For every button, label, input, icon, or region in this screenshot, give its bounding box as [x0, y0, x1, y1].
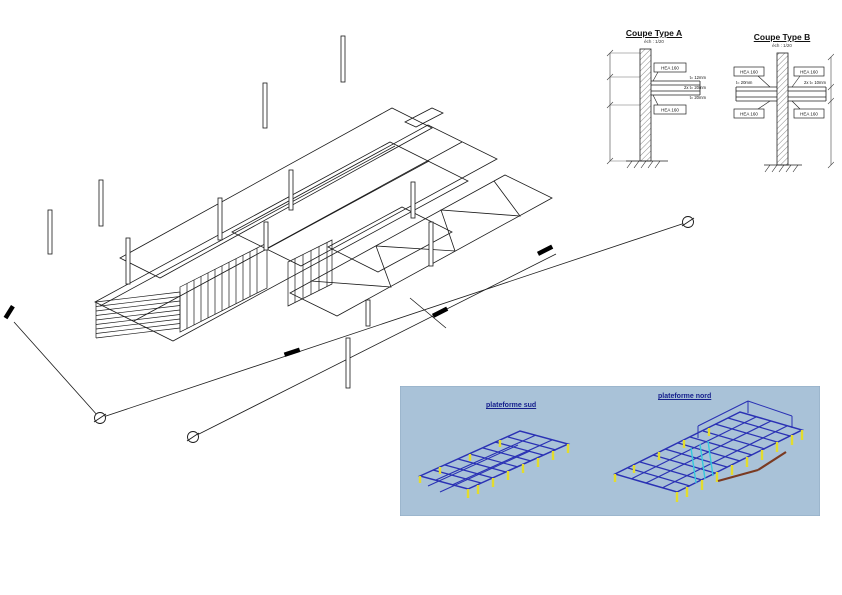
ground-hatch	[626, 160, 668, 169]
hea-label: HEA 160	[661, 108, 679, 113]
coupe-a-block: Coupe Type A éch : 1/20	[596, 28, 712, 173]
panel-title-sud: plateforme sud	[486, 402, 537, 409]
hea-label: HEA 160	[800, 70, 818, 75]
dim-label: t= 20mm	[690, 95, 707, 100]
dim-label: t= 20mm	[736, 80, 753, 85]
diagonal-braces	[690, 440, 714, 484]
coupe-b-scale: éch : 1/20	[772, 43, 792, 48]
ground-hatch	[764, 164, 802, 173]
truss-diagonals	[310, 180, 521, 288]
annotation-marks	[3, 244, 554, 357]
coupe-a-title: Coupe Type A	[625, 28, 683, 38]
render-panel: plateforme sud plateforme nord	[399, 385, 821, 517]
hea-labels: HEA 160 HEA 160	[652, 62, 687, 115]
dim-label: 2x t= 20mm	[684, 85, 707, 90]
wall-section	[639, 48, 652, 162]
dim-label: 2x t= 10mm	[804, 80, 827, 85]
hea-label: HEA 160	[740, 112, 758, 117]
edge-beams	[717, 451, 787, 483]
coupe-b-block: Coupe Type B éch : 1/20	[730, 32, 834, 177]
slab-section	[735, 86, 827, 102]
wall-section	[776, 52, 789, 166]
stair-stack	[95, 291, 181, 339]
floor-plates	[94, 107, 553, 342]
thickness-dimensions: t= 12mm 2x t= 20mm t= 20mm	[684, 75, 707, 100]
dimension-line	[827, 53, 834, 169]
render-panel-canvas	[399, 385, 821, 517]
coupe-a-drawing: HEA 160 HEA 160 t= 12mm 2x t= 20mm t= 20…	[606, 48, 707, 169]
coupe-a-scale: éch : 1/20	[644, 39, 664, 44]
support-posts-nord	[613, 428, 804, 502]
slab-section	[651, 80, 701, 96]
dimension-line	[606, 49, 640, 165]
hea-label: HEA 160	[800, 112, 818, 117]
columns	[47, 35, 434, 389]
hea-labels: HEA 160 HEA 160 HEA 160 HEA 160	[733, 66, 825, 119]
render-panel-background	[399, 385, 821, 517]
support-posts-sud	[418, 440, 570, 498]
panel-title-nord: plateforme nord	[658, 393, 712, 400]
coupe-b-drawing: HEA 160 HEA 160 HEA 160 HEA 160 t= 20mm …	[733, 52, 834, 173]
hea-label: HEA 160	[661, 66, 679, 71]
hea-label: HEA 160	[740, 70, 758, 75]
dim-label: t= 12mm	[690, 75, 707, 80]
section-leader-lines	[13, 221, 689, 438]
curtain-wall-mullions	[179, 239, 333, 333]
coupe-b-title: Coupe Type B	[753, 32, 811, 42]
thickness-dimensions: t= 20mm 2x t= 10mm	[736, 80, 827, 85]
section-markers	[93, 216, 695, 443]
